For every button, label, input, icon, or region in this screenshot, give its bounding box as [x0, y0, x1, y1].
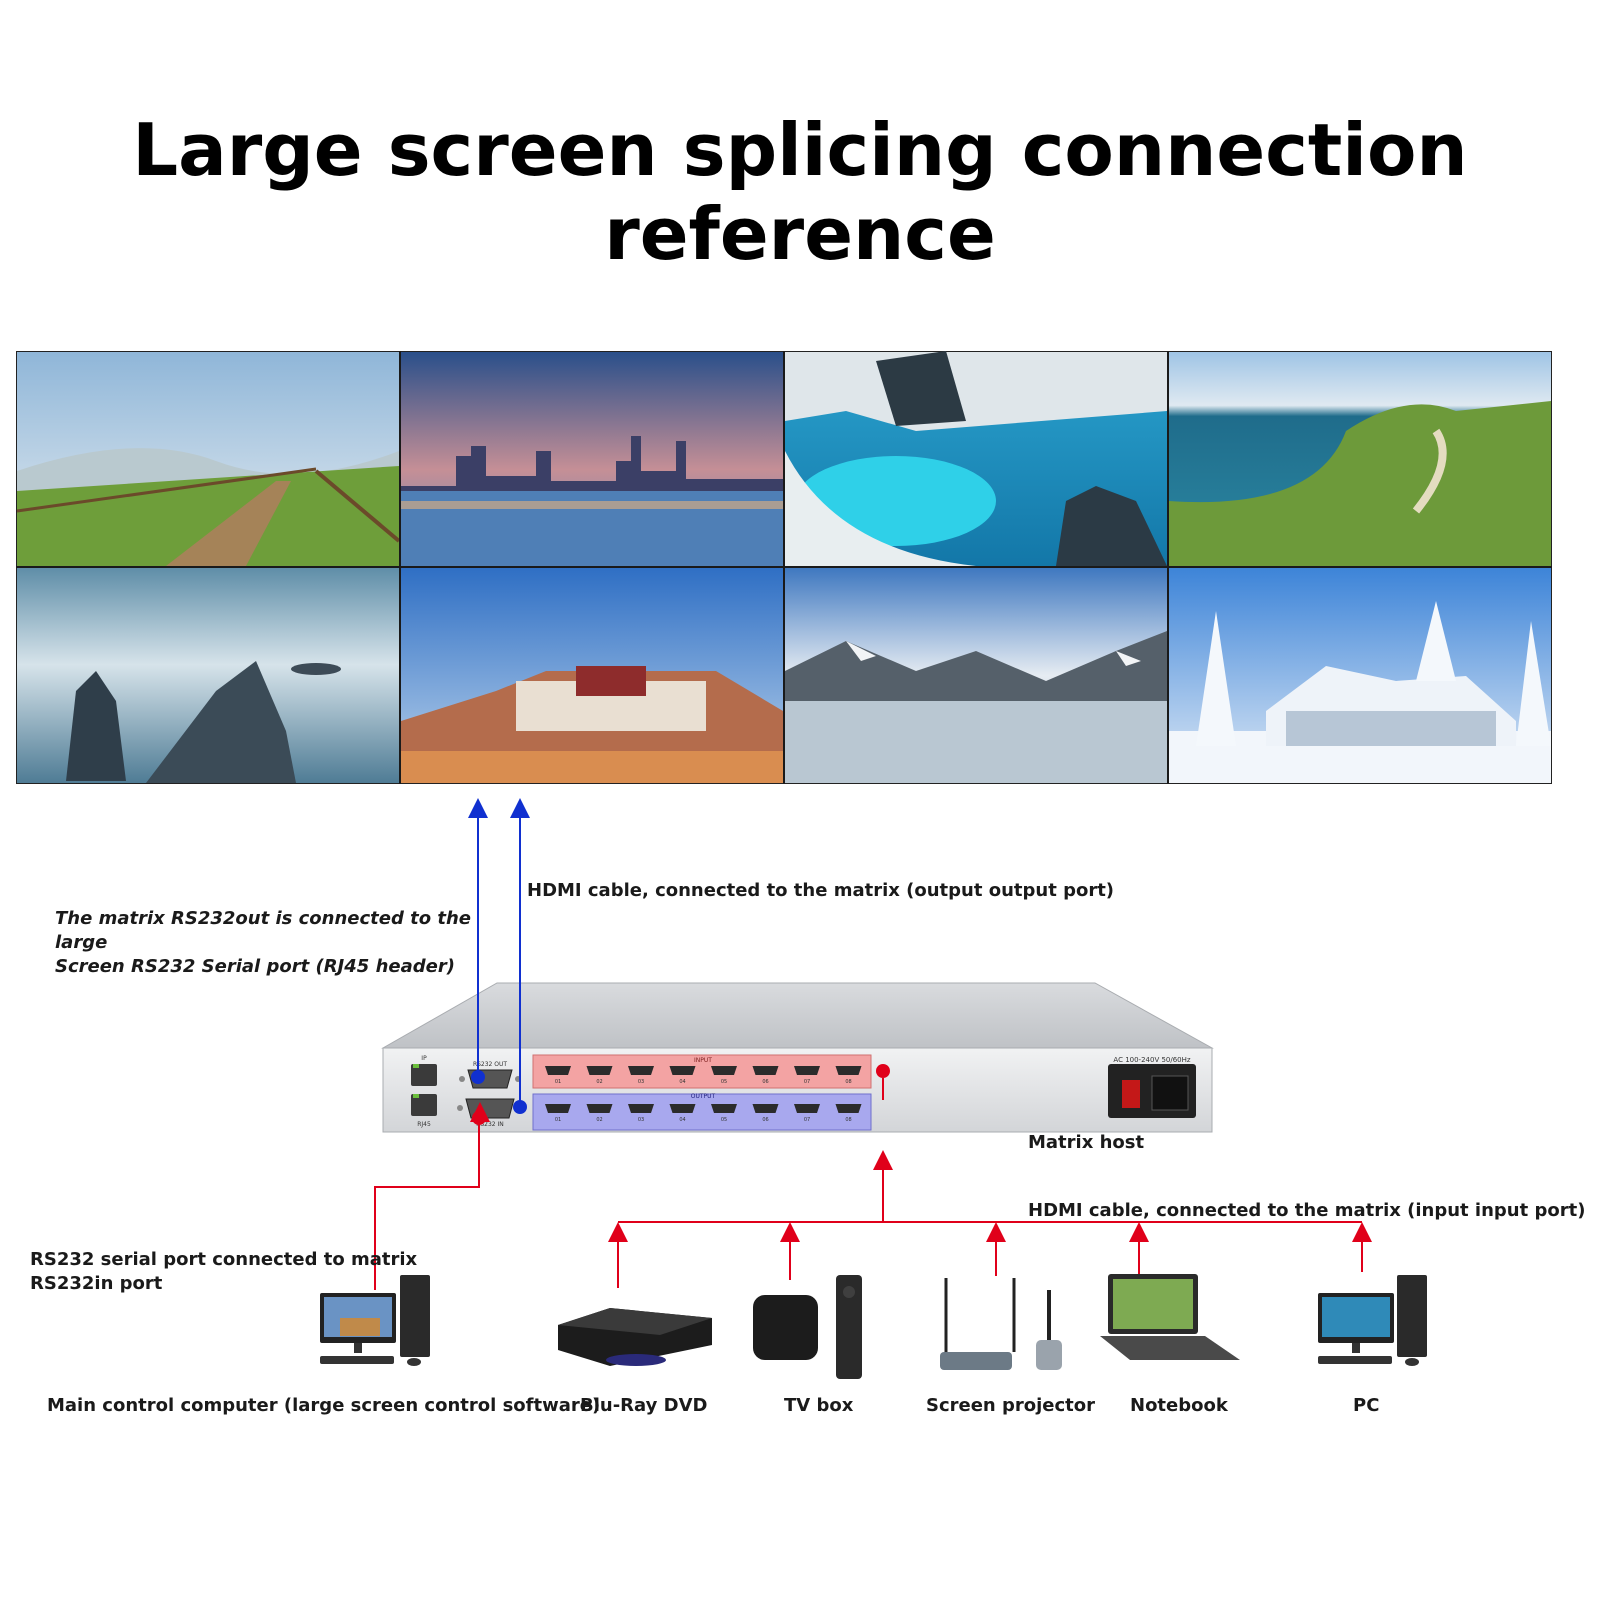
video-wall: [16, 351, 1552, 784]
output-port-number: 01: [555, 1117, 561, 1123]
input-hdmi-port: [669, 1066, 696, 1075]
blu-ray-dvd-icon: [558, 1308, 712, 1366]
input-port-number: 08: [845, 1079, 851, 1085]
rs232-in-note-line2: RS232in port: [30, 1273, 163, 1294]
tile-palace: [401, 568, 783, 783]
input-hdmi-port: [794, 1066, 820, 1075]
rs232-out-text: RS232 OUT: [473, 1061, 507, 1068]
input-port-number: 06: [762, 1079, 768, 1085]
notebook-icon: [1100, 1274, 1240, 1360]
tile-city-skyline: [401, 352, 783, 566]
output-port-number: 05: [721, 1117, 727, 1123]
pc-icon: [1318, 1275, 1427, 1366]
hdmi-out-dot: [513, 1100, 527, 1114]
output-port-number: 04: [679, 1117, 685, 1123]
input-port-number: 07: [804, 1079, 810, 1085]
device-label-main-control: Main control computer (large screen cont…: [47, 1395, 601, 1416]
input-port-number: 03: [638, 1079, 644, 1085]
input-hdmi-port: [545, 1066, 571, 1075]
rs232-in-dot: [472, 1111, 486, 1125]
blue-connection-lines: [468, 798, 530, 1107]
matrix-host: 01 02 03 04 05 06 07 08 01 02 03 04 05 06 07 08: [381, 982, 1214, 1133]
rs232-in-note-line1: RS232 serial port connected to matrix: [30, 1249, 418, 1270]
tile-snow-house: [1169, 568, 1551, 783]
tile-mountain-lake: [785, 568, 1167, 783]
output-hdmi-port: [669, 1104, 696, 1113]
input-text: INPUT: [694, 1057, 712, 1064]
output-port-number: 03: [638, 1117, 644, 1123]
input-hdmi-port: [711, 1066, 737, 1075]
input-hdmi-port: [835, 1066, 862, 1075]
input-hdmi-port: [628, 1066, 654, 1075]
screen-projector-icon: [940, 1278, 1062, 1370]
input-port-number: 05: [721, 1079, 727, 1085]
output-hdmi-port: [794, 1104, 820, 1113]
output-hdmi-port: [628, 1104, 654, 1113]
output-hdmi-port: [586, 1104, 613, 1113]
tile-misty-rocks: [17, 568, 399, 783]
ip-text: IP: [421, 1055, 427, 1062]
rs232-out-dot: [471, 1070, 485, 1084]
output-hdmi-port: [545, 1104, 571, 1113]
output-hdmi-port: [711, 1104, 737, 1113]
device-label-blu-ray: Blu-Ray DVD: [580, 1395, 708, 1416]
page-title: Large screen splicing connection referen…: [132, 108, 1468, 276]
hdmi-input-note: HDMI cable, connected to the matrix (inp…: [1028, 1200, 1586, 1221]
power-socket: [1108, 1064, 1196, 1118]
output-port-number: 06: [762, 1117, 768, 1123]
input-port-number: 02: [596, 1079, 602, 1085]
rs232-out-note-line1: The matrix RS232out is connected to the …: [55, 908, 471, 953]
output-hdmi-port: [752, 1104, 779, 1113]
tile-coastline: [1169, 352, 1551, 566]
power-text: AC 100-240V 50/60Hz: [1113, 1056, 1190, 1064]
device-label-screen-projector: Screen projector: [926, 1395, 1096, 1416]
main-control-computer-icon: [320, 1275, 430, 1366]
device-label-notebook: Notebook: [1130, 1395, 1228, 1416]
rs232-out-note: The matrix RS232out is connected to the …: [55, 907, 495, 979]
output-hdmi-ports: 01 02 03 04 05 06 07 08: [545, 1104, 862, 1123]
output-port-number: 07: [804, 1117, 810, 1123]
input-hdmi-ports: 01 02 03 04 05 06 07 08: [545, 1066, 862, 1085]
output-hdmi-port: [835, 1104, 862, 1113]
rj45-ports: [411, 1064, 437, 1116]
tile-farm-path: [16, 352, 401, 566]
hdmi-output-note: HDMI cable, connected to the matrix (out…: [527, 880, 1115, 901]
device-label-pc: PC: [1353, 1395, 1380, 1416]
video-wall-bezels: [16, 351, 1552, 784]
video-wall-tiles: [16, 351, 1552, 784]
rs232-in-note: RS232 serial port connected to matrix RS…: [30, 1248, 417, 1296]
input-hdmi-port: [752, 1066, 779, 1075]
input-hdmi-port: [586, 1066, 613, 1075]
device-label-tv-box: TV box: [784, 1395, 854, 1416]
output-port-number: 08: [845, 1117, 851, 1123]
output-port-number: 02: [596, 1117, 602, 1123]
rj45-text: RJ45: [417, 1121, 431, 1128]
rs232-out-note-line2: Screen RS232 Serial port (RJ45 header): [55, 956, 455, 977]
rs232-in-text: RS232 IN: [476, 1121, 504, 1128]
input-port-number: 01: [555, 1079, 561, 1085]
tile-blue-lagoon: [785, 351, 1167, 566]
red-connection-lines: [374, 1102, 1372, 1290]
matrix-host-label: Matrix host: [1028, 1132, 1145, 1153]
hdmi-in-dot: [876, 1064, 890, 1078]
tv-box-icon: [753, 1275, 862, 1379]
output-text: OUTPUT: [691, 1093, 716, 1100]
input-port-number: 04: [679, 1079, 685, 1085]
